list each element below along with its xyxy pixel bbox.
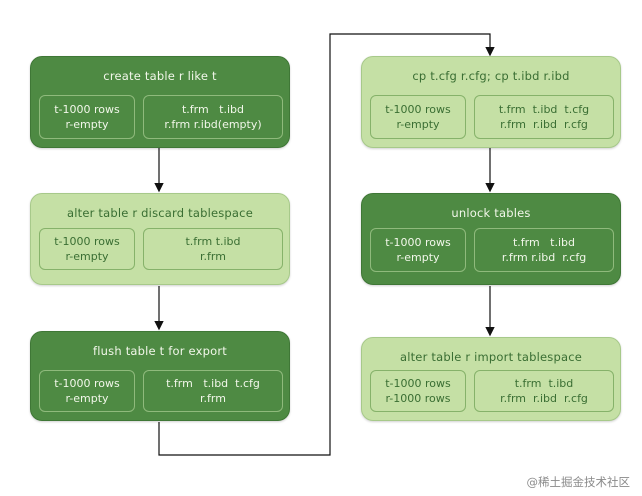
files-cell: t.frm t.ibd t.cfg r.frm r.ibd r.cfg [474, 95, 614, 139]
row-count-cell: t-1000 rows r-empty [370, 95, 466, 139]
row-count-cell: t-1000 rows r-empty [39, 95, 135, 139]
cell-line: r.frm r.ibd r.cfg [501, 251, 587, 264]
cell-line: t-1000 rows [54, 103, 120, 116]
step-unlock-tables-block: unlock tables t-1000 rows r-empty t.frm … [361, 193, 621, 285]
cell-line: r-1000 rows [385, 392, 451, 405]
step-title: alter table r discard tablespace [67, 206, 253, 220]
step-title: cp t.cfg r.cfg; cp t.ibd r.ibd [412, 69, 570, 83]
cell-line: t.frm t.ibd [185, 235, 241, 248]
step-title: flush table t for export [93, 344, 227, 358]
cell-line: r-empty [65, 250, 109, 263]
row-count-cell: t-1000 rows r-empty [39, 228, 135, 270]
cell-line: r-empty [396, 118, 440, 131]
step-create-table-block: create table r like t t-1000 rows r-empt… [30, 56, 290, 148]
cell-line: t.frm t.ibd t.cfg [166, 377, 260, 390]
step-flush-export-block: flush table t for export t-1000 rows r-e… [30, 331, 290, 421]
cell-line: t-1000 rows [385, 377, 451, 390]
cell-line: r-empty [65, 392, 109, 405]
files-cell: t.frm t.ibd t.cfg r.frm [143, 370, 283, 412]
row-count-cell: t-1000 rows r-empty [39, 370, 135, 412]
cell-line: t-1000 rows [54, 377, 120, 390]
files-cell: t.frm t.ibd r.frm r.ibd r.cfg [474, 228, 614, 272]
cell-line: r.frm r.ibd r.cfg [500, 392, 588, 405]
cell-line: r.frm r.ibd(empty) [164, 118, 262, 131]
step-import-tablespace-block: alter table r import tablespace t-1000 r… [361, 337, 621, 421]
cell-line: t-1000 rows [385, 236, 451, 249]
cell-line: t-1000 rows [54, 235, 120, 248]
cell-line: r.frm [200, 250, 226, 263]
step-title: create table r like t [103, 69, 217, 83]
files-cell: t.frm t.ibd r.frm r.ibd(empty) [143, 95, 283, 139]
files-cell: t.frm t.ibd r.frm r.ibd r.cfg [474, 370, 614, 412]
watermark-text: @稀土掘金技术社区 [526, 475, 631, 489]
cell-line: t.frm t.ibd [181, 103, 245, 116]
step-copy-files-block: cp t.cfg r.cfg; cp t.ibd r.ibd t-1000 ro… [361, 56, 621, 148]
cell-line: t-1000 rows [385, 103, 451, 116]
cell-line: r.frm [200, 392, 226, 405]
cell-line: t.frm t.ibd t.cfg [498, 103, 590, 116]
step-discard-tablespace-block: alter table r discard tablespace t-1000 … [30, 193, 290, 285]
files-cell: t.frm t.ibd r.frm [143, 228, 283, 270]
row-count-cell: t-1000 rows r-empty [370, 228, 466, 272]
cell-line: r-empty [396, 251, 440, 264]
step-title: unlock tables [451, 206, 531, 220]
cell-line: r-empty [65, 118, 109, 131]
step-title: alter table r import tablespace [399, 350, 583, 364]
row-count-cell: t-1000 rows r-1000 rows [370, 370, 466, 412]
cell-line: t.frm t.ibd [514, 377, 574, 390]
arrow-3-to-4 [158, 33, 495, 456]
cell-line: r.frm r.ibd r.cfg [500, 118, 588, 131]
cell-line: t.frm t.ibd [512, 236, 576, 249]
